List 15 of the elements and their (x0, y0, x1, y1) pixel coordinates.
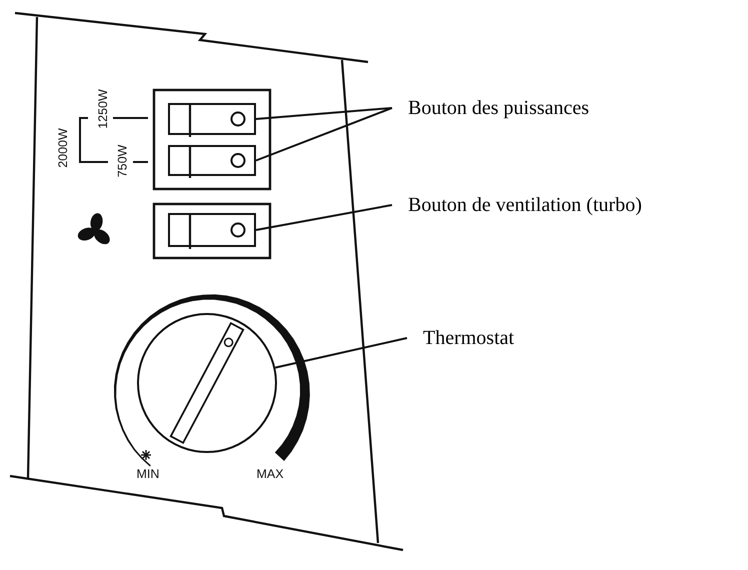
wattage-label: 750W (114, 144, 129, 178)
thermostat-knob (137, 313, 277, 453)
wattage-label: 1250W (96, 89, 110, 129)
rocker-switch (168, 145, 256, 176)
callout-label: Thermostat (407, 326, 514, 350)
callout-label: Bouton de ventilation (turbo) (392, 193, 642, 217)
callout-label: Bouton des puissances (392, 96, 590, 120)
leader-line (275, 337, 408, 369)
scale-label: MAX (256, 467, 284, 481)
scale-label: MIN (136, 467, 160, 481)
leader-line (256, 204, 392, 231)
wattage-label: 2000W (56, 128, 70, 168)
rocker-switch (168, 213, 256, 247)
leader-line (256, 107, 392, 162)
rocker-switch (168, 103, 256, 135)
